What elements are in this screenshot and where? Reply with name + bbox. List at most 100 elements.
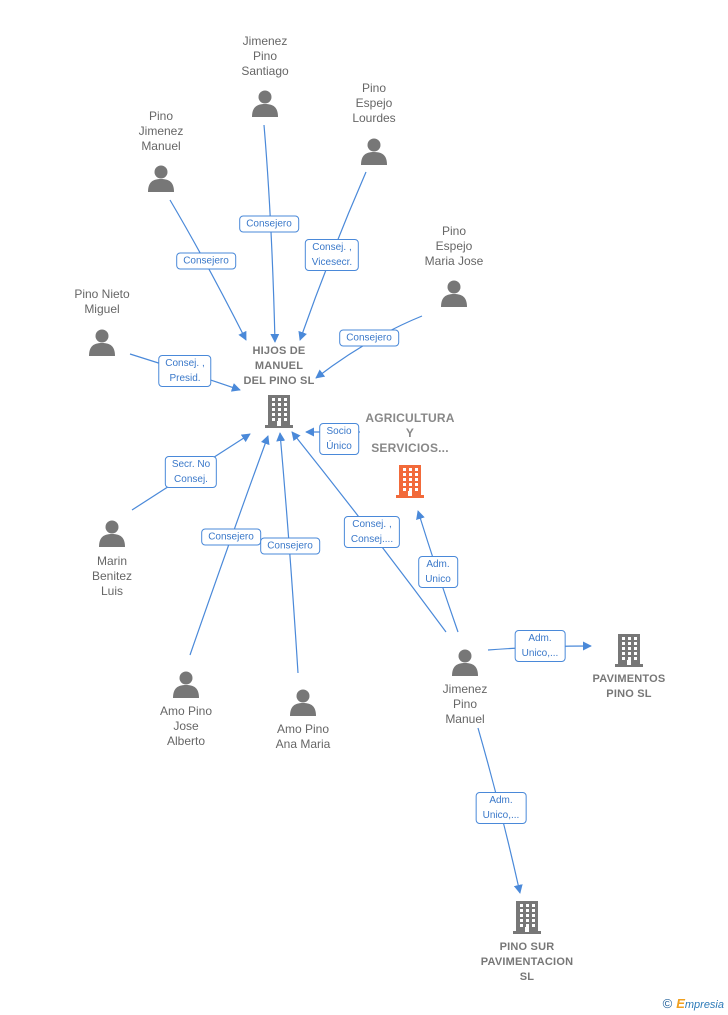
- company-label-line: HIJOS DE: [252, 345, 306, 357]
- edge-role-text: Unico,...: [521, 648, 559, 659]
- edge-role-label[interactable]: Consejero: [339, 329, 399, 347]
- person-label-line: Benitez: [91, 569, 133, 583]
- company-label-line: PINO SUR: [499, 941, 555, 953]
- company-label-line: MANUEL: [254, 360, 304, 372]
- person-label-line: Santiago: [241, 64, 289, 78]
- person-label-line: Pino: [441, 224, 467, 238]
- person-icon: [146, 163, 176, 198]
- edge-role-text: Consejero: [346, 332, 392, 344]
- edge-role-label[interactable]: Adm. Unico,...: [475, 792, 527, 824]
- company-label-line: PAVIMENTOS: [592, 673, 666, 685]
- edge-role-text: Socio: [326, 426, 352, 437]
- person-label-line: Alberto: [166, 734, 206, 748]
- edge-role-text: Adm.: [528, 633, 552, 644]
- person-label-line: Pino: [148, 109, 174, 123]
- company-building-icon[interactable]: [511, 899, 543, 940]
- person-label-line: Lourdes: [352, 111, 396, 125]
- edge-role-text: Unico,...: [482, 810, 520, 821]
- person-label-line: Espejo: [435, 239, 473, 253]
- edge-role-label[interactable]: Consejero: [201, 528, 261, 546]
- edge-role-text: Consejero: [267, 540, 313, 552]
- person-label-line: Amo Pino: [159, 704, 213, 718]
- company-label-line: PINO SL: [606, 688, 652, 700]
- company-label-line: DEL PINO SL: [243, 375, 315, 387]
- company-label: PAVIMENTOS PINO SL: [559, 672, 699, 702]
- person-icon: [288, 687, 318, 722]
- company-label-line: PAVIMENTACION: [480, 956, 574, 968]
- person-label-line: Jimenez: [242, 34, 288, 48]
- company-label-line: SL: [519, 971, 535, 983]
- edge-role-text: Consejero: [183, 255, 229, 267]
- edge-role-text: Consej. ,: [312, 242, 352, 253]
- person-label-line: Espejo: [355, 96, 393, 110]
- person-label-line: Manuel: [445, 712, 485, 726]
- edge-role-text: Vicesecr.: [311, 257, 353, 268]
- edge-role-text: Unico: [425, 574, 451, 585]
- brand-logo: Empresia: [676, 996, 724, 1011]
- edge-role-text: Secr. No: [171, 459, 211, 470]
- edge-role-label[interactable]: Consej. , Consej....: [343, 516, 401, 548]
- edge-role-text: Consej....: [350, 534, 394, 545]
- person-label-line: Jimenez: [138, 124, 184, 138]
- edge-role-text: Consejero: [208, 531, 254, 543]
- person-label-line: Jimenez: [442, 682, 488, 696]
- person-label-line: Marin: [96, 554, 127, 568]
- edge-role-label[interactable]: Consej. ,Presid.: [158, 355, 212, 387]
- edge-role-label[interactable]: Consejero: [176, 252, 236, 270]
- edge-connector: [263, 124, 280, 343]
- person-icon: [87, 327, 117, 362]
- copyright-symbol: ©: [662, 996, 673, 1011]
- edge-role-text: Consej. ,: [352, 519, 392, 530]
- edge-role-text: Consej.: [174, 474, 208, 485]
- person-icon: [97, 518, 127, 553]
- person-label-line: Pino: [361, 81, 387, 95]
- company-label-line: AGRICULTURA: [365, 411, 455, 425]
- watermark: © Empresia: [663, 996, 724, 1011]
- company-label-line: Y: [405, 426, 415, 440]
- company-building-icon[interactable]: [613, 632, 645, 673]
- company-label: HIJOS DE MANUEL DEL PINO SL: [209, 344, 349, 389]
- company-building-icon[interactable]: [263, 393, 295, 434]
- focus-company-building-icon[interactable]: [394, 463, 426, 504]
- person-label-line: Pino: [452, 697, 478, 711]
- person-label-line: Maria Jose: [424, 254, 484, 268]
- person-icon: [171, 669, 201, 704]
- person-icon: [359, 136, 389, 171]
- person-label-line: Amo Pino: [276, 722, 330, 736]
- person-label-line: Jose: [173, 719, 199, 733]
- edge-connector: [169, 199, 247, 341]
- person-label-line: Manuel: [141, 139, 181, 153]
- person-label-line: Ana Maria: [275, 737, 331, 751]
- person-label-line: Pino: [252, 49, 278, 63]
- edge-role-label[interactable]: Adm. Unico,...: [514, 630, 566, 662]
- person-icon: [250, 88, 280, 123]
- edge-role-text: Adm.: [426, 559, 450, 570]
- person-label-line: Miguel: [84, 302, 120, 316]
- edge-role-text: Consejero: [246, 218, 292, 230]
- edge-role-text: Consej. ,: [165, 358, 205, 369]
- edge-role-text: Adm.: [489, 795, 513, 806]
- person-label-line: Luis: [100, 584, 123, 598]
- edge-role-label[interactable]: Consejero: [239, 215, 299, 233]
- company-label: PINO SUR PAVIMENTACION SL: [457, 940, 597, 985]
- person-icon: [450, 647, 480, 682]
- edge-role-label[interactable]: Adm. Unico: [418, 556, 458, 588]
- edge-role-label[interactable]: Consejero: [260, 537, 320, 555]
- edge-role-label[interactable]: Consej. , Vicesecr.: [304, 239, 360, 271]
- edge-role-label[interactable]: Secr. No Consej.: [164, 456, 218, 488]
- company-label-line: SERVICIOS...: [371, 441, 449, 455]
- edge-role-text: Único: [326, 441, 352, 452]
- person-label-line: Pino Nieto: [74, 287, 130, 301]
